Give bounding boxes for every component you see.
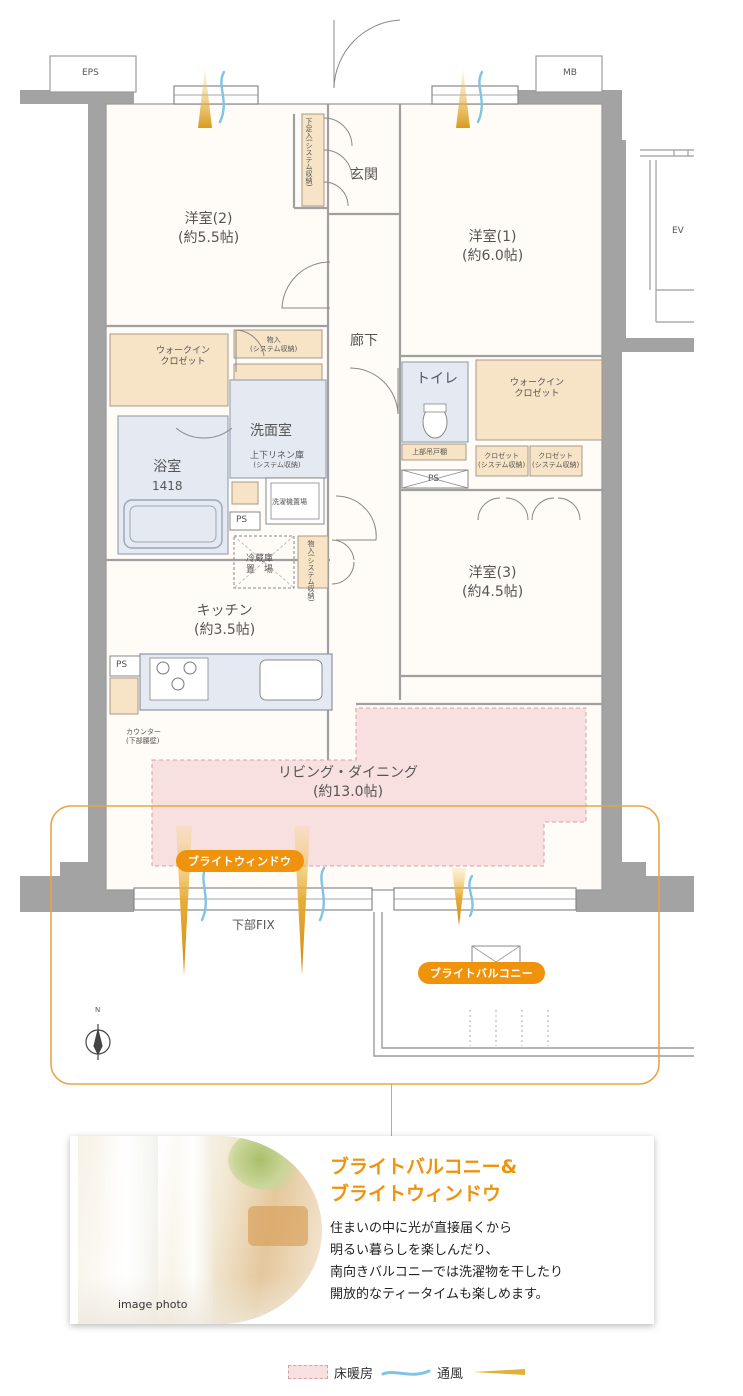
hallway-label: 廊下 bbox=[350, 333, 378, 349]
room2-name: 洋室(2) bbox=[184, 211, 233, 227]
closet-a-name: クロゼット bbox=[484, 452, 520, 460]
storage2-label: 物入(システム収納) bbox=[306, 540, 315, 601]
storage-areas bbox=[109, 113, 603, 715]
storage2-sub: (システム収納) bbox=[307, 554, 315, 602]
storage2-name: 物入 bbox=[307, 540, 315, 554]
toilet-label: トイレ bbox=[416, 371, 458, 387]
floor-plan bbox=[20, 19, 694, 1085]
storage-label: 物入 (システム収納) bbox=[250, 336, 297, 354]
linen-sub: (システム収納) bbox=[253, 461, 301, 469]
lower-fix-label: 下部FIX bbox=[232, 918, 275, 932]
light-swatch bbox=[473, 1369, 526, 1375]
closet-a-label: クロゼット (システム収納) bbox=[478, 452, 525, 470]
room1-size: (約6.0帖) bbox=[462, 248, 524, 264]
wic-right-line1: ウォークイン bbox=[510, 378, 565, 388]
kitchen-name: キッチン bbox=[196, 603, 253, 619]
bright-balcony-badge: ブライトバルコニー bbox=[418, 962, 546, 984]
closet-b-name: クロゼット bbox=[538, 452, 574, 460]
living-label: リビング・ダイニング (約13.0帖) bbox=[278, 764, 418, 802]
room3-label: 洋室(3) (約4.5帖) bbox=[462, 564, 523, 602]
washer-label: 洗濯機置場 bbox=[272, 498, 307, 506]
washroom-label: 洗面室 bbox=[250, 423, 292, 439]
bathroom-size: 1418 bbox=[152, 479, 183, 493]
bathroom-label: 浴室 1418 bbox=[152, 458, 183, 496]
wic-right-line2: クロゼット bbox=[514, 389, 560, 399]
highlight-frame bbox=[50, 805, 660, 1085]
image-photo: image photo bbox=[78, 1136, 322, 1324]
upper-cabinet-label: 上部吊戸棚 bbox=[412, 448, 447, 456]
ps-label-bath: PS bbox=[236, 515, 248, 525]
photo-caption: image photo bbox=[118, 1298, 188, 1311]
wind-swatch bbox=[381, 1369, 431, 1376]
legend: 床暖房 通風 bbox=[288, 1362, 527, 1382]
compass-n-label: N bbox=[95, 1006, 101, 1014]
shoe-box-name: 下足入 bbox=[305, 118, 313, 139]
room2-label: 洋室(2) (約5.5帖) bbox=[178, 210, 239, 248]
feature-card: image photo ブライトバルコニー& ブライトウィンドウ 住まいの中に光… bbox=[70, 1136, 654, 1324]
fridge-line1: 冷蔵庫 bbox=[246, 554, 274, 564]
card-connector-line bbox=[391, 1084, 392, 1136]
ps-label-toilet: PS bbox=[428, 474, 440, 484]
eps-label: EPS bbox=[82, 68, 99, 78]
counter-label: カウンター (下部腰壁) bbox=[126, 728, 161, 746]
ev-label: EV bbox=[672, 226, 684, 236]
fridge-label: 冷蔵庫 置 場 bbox=[246, 554, 273, 576]
floor-heating-swatch bbox=[288, 1365, 328, 1379]
shoe-box-label: 下足入(システム収納) bbox=[304, 118, 313, 186]
legend-ventilation: 通風 bbox=[437, 1366, 464, 1382]
room1-name: 洋室(1) bbox=[468, 229, 517, 245]
fridge-line2: 置 場 bbox=[246, 565, 274, 575]
wic-left-line2: クロゼット bbox=[160, 357, 206, 367]
living-size: (約13.0帖) bbox=[312, 784, 384, 800]
wic-left-label: ウォークイン クロゼット bbox=[156, 346, 210, 368]
storage-name: 物入 bbox=[266, 336, 281, 344]
kitchen-size: (約3.5帖) bbox=[194, 622, 256, 638]
card-body: 住まいの中に光が直接届くから 明るい暮らしを楽しんだり、 南向きバルコニーでは洗… bbox=[330, 1221, 563, 1302]
kitchen-label: キッチン (約3.5帖) bbox=[194, 602, 255, 640]
counter-line1: カウンター bbox=[126, 728, 161, 736]
entrance-label: 玄関 bbox=[350, 167, 378, 183]
shoe-box-sub: (システム収納) bbox=[305, 139, 313, 187]
closet-b-sub: (システム収納) bbox=[532, 461, 580, 469]
ps-label-kitchen: PS bbox=[116, 660, 128, 670]
closet-b-label: クロゼット (システム収納) bbox=[532, 452, 579, 470]
wic-right-label: ウォークイン クロゼット bbox=[510, 378, 564, 400]
legend-floor-heating: 床暖房 bbox=[334, 1366, 374, 1382]
room3-size: (約4.5帖) bbox=[462, 584, 524, 600]
counter-line2: (下部腰壁) bbox=[126, 737, 160, 745]
bathroom-name: 浴室 bbox=[153, 459, 182, 475]
bright-window-badge: ブライトウィンドウ bbox=[176, 850, 304, 872]
compass bbox=[85, 1024, 111, 1060]
room3-name: 洋室(3) bbox=[468, 565, 517, 581]
room2-size: (約5.5帖) bbox=[178, 230, 240, 246]
card-title: ブライトバルコニー& ブライトウィンドウ bbox=[330, 1156, 518, 1205]
closet-a-sub: (システム収納) bbox=[478, 461, 526, 469]
linen-name: 上下リネン庫 bbox=[250, 451, 305, 461]
room1-label: 洋室(1) (約6.0帖) bbox=[462, 228, 523, 266]
linen-label: 上下リネン庫 (システム収納) bbox=[250, 452, 304, 470]
mb-label: MB bbox=[563, 68, 577, 78]
storage-sub: (システム収納) bbox=[250, 345, 298, 353]
living-name: リビング・ダイニング bbox=[278, 765, 418, 781]
wic-left-line1: ウォークイン bbox=[156, 346, 211, 356]
